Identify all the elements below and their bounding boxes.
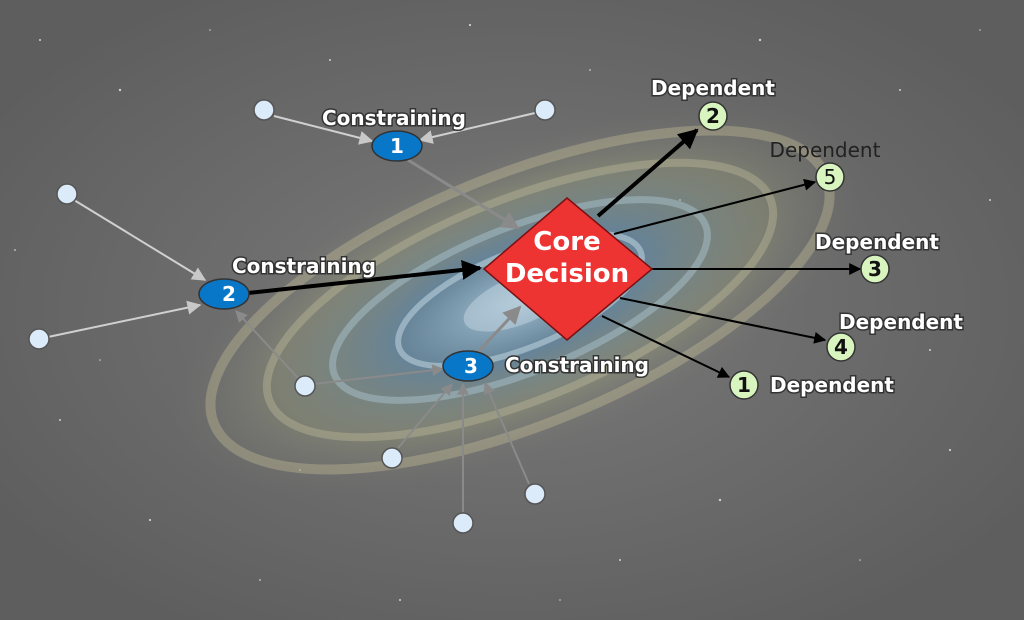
input-node[interactable]	[28, 328, 50, 350]
input-node[interactable]	[56, 183, 78, 205]
dependent-node-4[interactable]: 4 Dependent	[826, 309, 965, 362]
input-node[interactable]	[253, 99, 275, 121]
edge-input-to-constraining-2	[235, 310, 299, 379]
edge-core-to-dependent-5	[613, 178, 817, 235]
dependent-node-5[interactable]: 5 Dependent	[770, 138, 881, 192]
constraining-number: 3	[464, 354, 478, 378]
dependent-node-2[interactable]: 2 Dependent	[650, 75, 777, 131]
edge-constraining-2-to-core	[247, 259, 482, 295]
input-node[interactable]	[524, 483, 546, 505]
dependent-label: Dependent	[815, 230, 939, 254]
dependent-number: 1	[737, 373, 751, 397]
edge-constraining-1-to-core	[407, 158, 520, 230]
dependent-label: Dependent	[839, 310, 963, 334]
constraining-number: 2	[222, 282, 236, 306]
edge-input-to-constraining-3	[397, 383, 453, 449]
constraining-label: Constraining	[232, 254, 376, 278]
constraining-node-2[interactable]: 2 Constraining	[198, 253, 377, 310]
input-nodes	[28, 99, 556, 534]
core-decision-line1: Core	[533, 227, 600, 257]
edge-core-to-dependent-2	[596, 128, 699, 218]
stars	[14, 23, 991, 601]
constraining-number: 1	[390, 134, 404, 158]
core-decision-line2: Decision	[505, 259, 629, 289]
constraining-node-1[interactable]: 1 Constraining	[321, 105, 467, 162]
edge-input-to-constraining-1	[273, 115, 374, 145]
dependent-number: 2	[706, 104, 720, 128]
input-node[interactable]	[294, 375, 316, 397]
input-node[interactable]	[452, 512, 474, 534]
edge-core-to-dependent-4	[619, 297, 827, 344]
edge-input-to-constraining-3	[313, 364, 445, 385]
constraining-node-3[interactable]: 3 Constraining	[442, 350, 650, 382]
dependent-node-3[interactable]: 3 Dependent	[814, 229, 941, 284]
input-node[interactable]	[534, 99, 556, 121]
constraining-edges	[247, 158, 522, 354]
constraining-label: Constraining	[505, 353, 649, 377]
dependent-number: 3	[868, 257, 882, 281]
dependent-label: Dependent	[770, 373, 894, 397]
dependent-number: 5	[824, 165, 837, 189]
dependent-node-1[interactable]: 1 Dependent	[729, 370, 896, 400]
dependent-number: 4	[834, 335, 848, 359]
edge-input-to-constraining-1	[418, 112, 536, 144]
edge-input-to-constraining-2	[47, 300, 202, 338]
edge-constraining-3-to-core	[476, 305, 522, 354]
input-node[interactable]	[381, 447, 403, 469]
core-decision-node[interactable]: Core Decision	[482, 197, 654, 341]
constraining-label: Constraining	[322, 106, 466, 130]
dependent-label: Dependent	[770, 138, 881, 162]
edge-input-to-constraining-3	[483, 381, 530, 485]
dependent-edges	[596, 128, 862, 378]
edge-core-to-dependent-1	[601, 315, 731, 378]
input-edges	[47, 112, 536, 512]
edge-input-to-constraining-2	[73, 199, 207, 281]
dependent-label: Dependent	[651, 76, 775, 100]
